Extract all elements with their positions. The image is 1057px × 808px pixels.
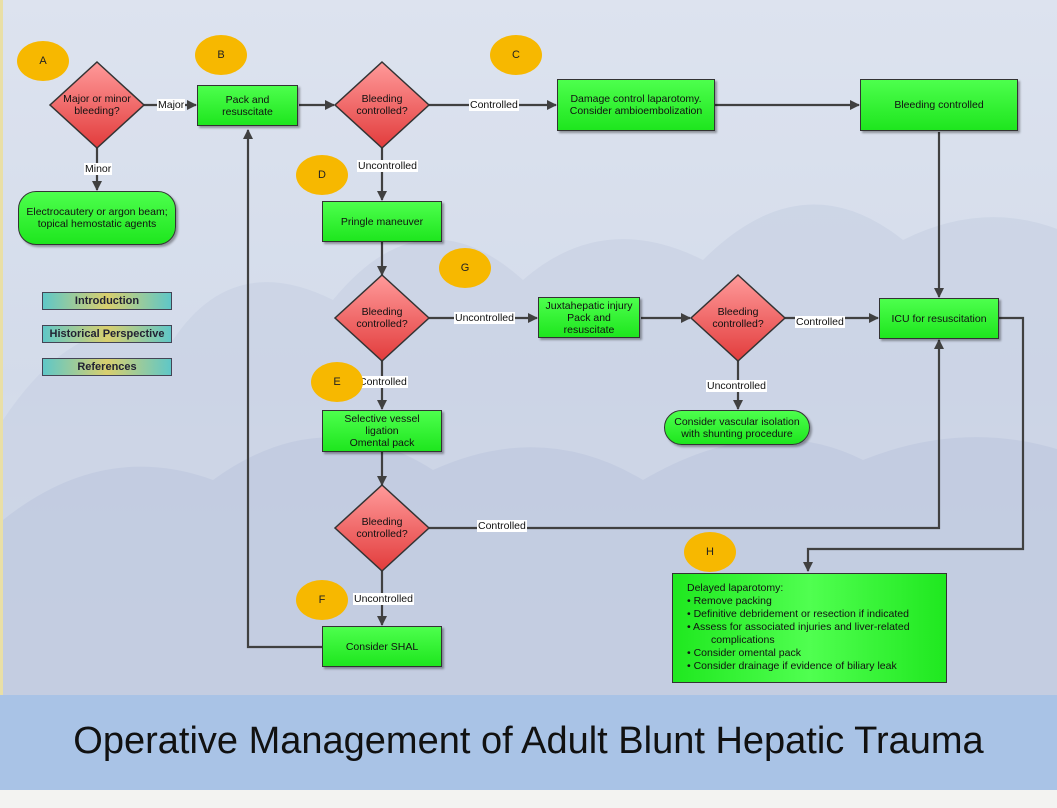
edge-label-uncontrolled: Uncontrolled <box>357 160 418 172</box>
decision-bleeding-4: Bleeding controlled? <box>356 516 408 540</box>
edge-label-controlled: Controlled <box>477 520 527 532</box>
marker-e[interactable]: E <box>311 362 363 402</box>
edge-label-uncontrolled: Uncontrolled <box>454 312 515 324</box>
decision-bleeding-2: Bleeding controlled? <box>356 306 408 330</box>
edge-label-controlled: Controlled <box>795 316 845 328</box>
marker-b[interactable]: B <box>195 35 247 75</box>
page-title: Operative Management of Adult Blunt Hepa… <box>73 720 984 762</box>
edge-label-controlled: Controlled <box>469 99 519 111</box>
bleeding-controlled-box: Bleeding controlled <box>860 79 1018 131</box>
nav-references-button[interactable]: References <box>42 358 172 376</box>
selective-ligation-box: Selective vessel ligation Omental pack <box>322 410 442 452</box>
title-banner <box>0 695 1057 790</box>
vascular-isolation-box: Consider vascular isolation with shuntin… <box>664 410 810 445</box>
edge-label-uncontrolled: Uncontrolled <box>353 593 414 605</box>
decision-bleeding-1: Bleeding controlled? <box>356 93 408 117</box>
selective-ligation-line-2: Omental pack <box>349 437 415 449</box>
electrocautery-box: Electrocautery or argon beam; topical he… <box>18 191 176 245</box>
marker-h[interactable]: H <box>684 532 736 572</box>
juxtahepatic-line-1: Juxtahepatic injury <box>545 299 633 312</box>
delayed-item: complications <box>711 634 775 646</box>
juxtahepatic-line-2: Pack and resuscitate <box>563 311 615 336</box>
decision-bleeding-2-shape <box>333 273 431 363</box>
juxtahepatic-box: Juxtahepatic injury Pack and resuscitate <box>538 297 640 338</box>
marker-d[interactable]: D <box>296 155 348 195</box>
decision-bleeding-4-shape <box>333 483 431 573</box>
marker-f[interactable]: F <box>296 580 348 620</box>
pack-resuscitate-box: Pack and resuscitate <box>197 85 298 126</box>
delayed-item: • Definitive debridement or resection if… <box>687 608 909 620</box>
delayed-laparotomy-title: Delayed laparotomy: <box>687 582 784 594</box>
marker-a[interactable]: A <box>17 41 69 81</box>
selective-ligation-line-1: Selective vessel ligation <box>344 413 420 437</box>
marker-g[interactable]: G <box>439 248 491 288</box>
delayed-item: • Assess for associated injuries and liv… <box>687 621 910 633</box>
edge-label-uncontrolled: Uncontrolled <box>706 380 767 392</box>
delayed-item: • Consider drainage if evidence of bilia… <box>687 660 897 672</box>
decision-major-minor-shape <box>48 60 146 150</box>
decision-major-minor: Major or minor bleeding? <box>63 93 131 117</box>
icu-box: ICU for resuscitation <box>879 298 999 339</box>
marker-c[interactable]: C <box>490 35 542 75</box>
nav-historical-perspective-button[interactable]: Historical Perspective <box>42 325 172 343</box>
decision-bleeding-3-shape <box>689 273 787 363</box>
edge-label-major: Major <box>157 99 186 111</box>
nav-introduction-button[interactable]: Introduction <box>42 292 172 310</box>
delayed-laparotomy-box: Delayed laparotomy: • Remove packing • D… <box>672 573 947 683</box>
decision-bleeding-3: Bleeding controlled? <box>712 306 764 330</box>
delayed-item: • Remove packing <box>687 595 772 607</box>
pringle-box: Pringle maneuver <box>322 201 442 242</box>
delayed-item: • Consider omental pack <box>687 647 801 659</box>
decision-bleeding-1-shape <box>333 60 431 150</box>
decision-diamonds <box>48 60 787 573</box>
damage-control-box: Damage control laparotomy. Consider ambi… <box>557 79 715 131</box>
edge-label-controlled: Controlled <box>358 376 408 388</box>
edge-label-minor: Minor <box>84 163 113 175</box>
shal-box: Consider SHAL <box>322 626 442 667</box>
